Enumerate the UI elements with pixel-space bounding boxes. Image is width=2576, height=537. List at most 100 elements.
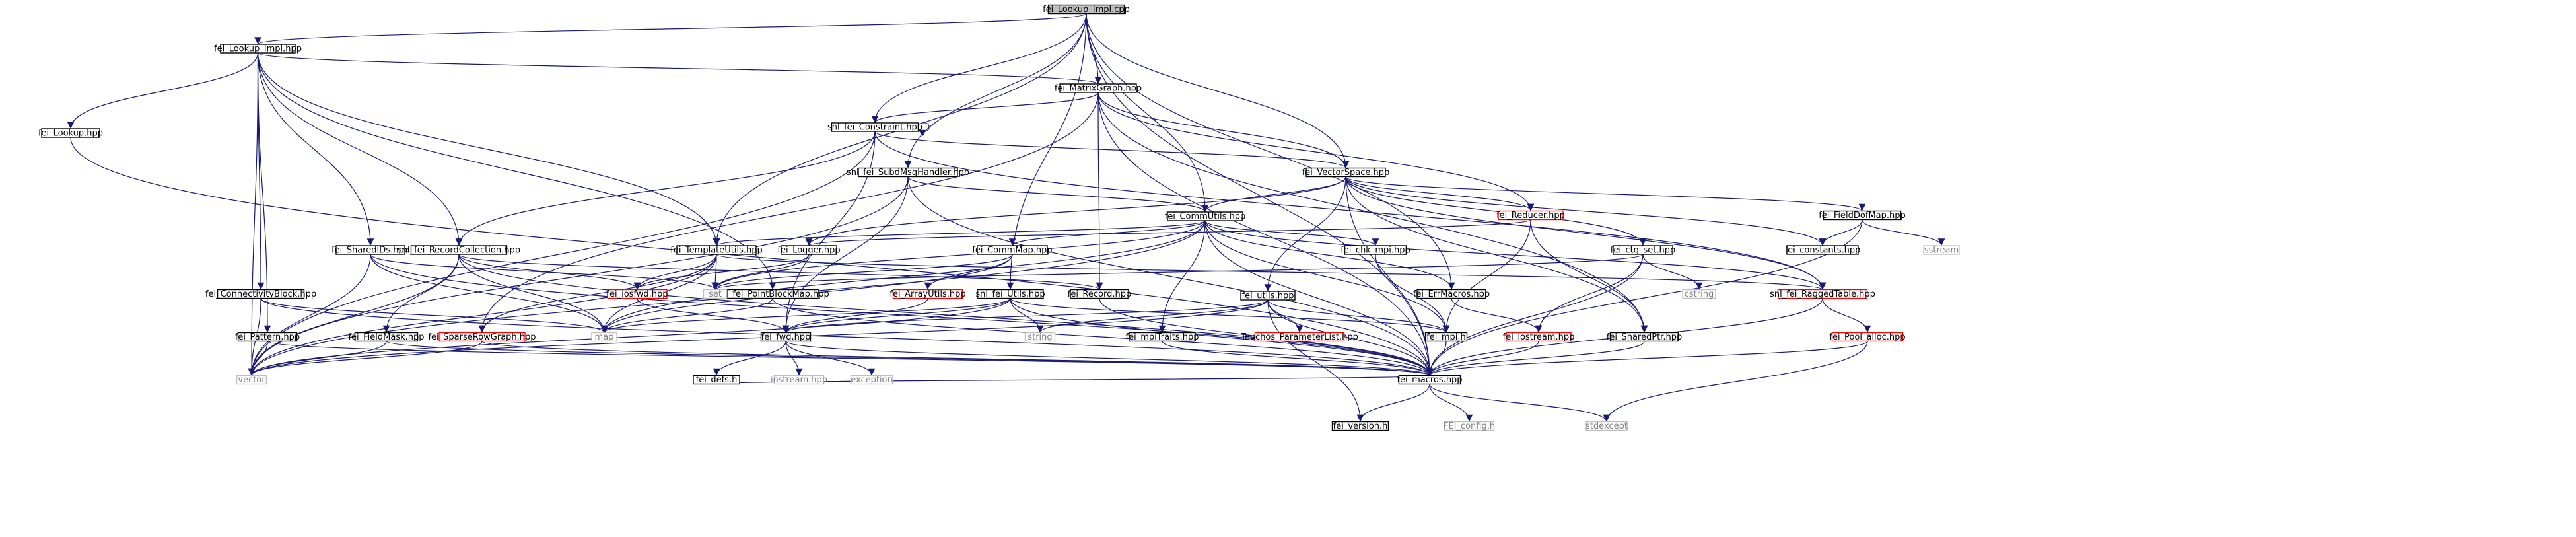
node-label: snl_fei_PointBlockMap.hpp [716, 289, 829, 299]
node-fei-lookup-impl-hpp[interactable]: fei_Lookup_Impl.hpp [214, 44, 302, 54]
node-snl-fei-pointblockmap-hpp[interactable]: snl_fei_PointBlockMap.hpp [716, 289, 829, 299]
node-fei-mpitraits-hpp[interactable]: fei_mpiTraits.hpp [1126, 332, 1199, 342]
node-fei-fwd-hpp[interactable]: fei_fwd.hpp [760, 332, 812, 342]
node-fei-mpi-h[interactable]: fei_mpi.h [1424, 332, 1468, 342]
node-fei-constants-hpp[interactable]: fei_constants.hpp [1785, 245, 1861, 256]
edge-53 [1204, 220, 1827, 290]
node-snl-fei-raggedtable-hpp[interactable]: snl_fei_RaggedTable.hpp [1770, 289, 1875, 299]
node-fei-iostream-hpp[interactable]: fei_iostream.hpp [1503, 332, 1575, 342]
node-fei-reducer-hpp[interactable]: fei_Reducer.hpp [1496, 210, 1565, 221]
node-fei-ctg-set-hpp[interactable]: fei_ctg_set.hpp [1611, 245, 1675, 256]
node-box [1398, 375, 1461, 385]
node-fei-connectivityblock-hpp[interactable]: fei_ConnectivityBlock.hpp [205, 289, 316, 299]
edge-128 [1603, 341, 1868, 422]
node-box [41, 128, 100, 138]
node-fei-pattern-hpp[interactable]: fei_Pattern.hpp [235, 332, 300, 342]
edge-107 [782, 299, 1269, 334]
node-label: sstream [1924, 246, 1959, 256]
edge-2 [871, 13, 1087, 124]
node-label: fei_FieldDofMap.hpp [1819, 211, 1906, 221]
node-label: fei_SharedIDs.hpp [331, 246, 409, 256]
edge-60 [1530, 219, 1648, 333]
edge-46 [1345, 176, 1434, 376]
edge-94 [600, 298, 773, 333]
node-box [1506, 332, 1572, 342]
node-fei-errmacros-hpp[interactable]: fei_ErrMacros.hpp [1413, 289, 1490, 299]
edge-20 [871, 92, 1099, 124]
node-box [1823, 210, 1902, 221]
edge-57 [1204, 220, 1434, 376]
edge-101 [600, 297, 1011, 334]
node-fei-chk-mpi-hpp[interactable]: fei_chk_mpi.hpp [1340, 245, 1410, 256]
edge-92 [260, 298, 1434, 376]
node-fei-commutils-hpp[interactable]: fei_CommUtils.hpp [1165, 211, 1246, 222]
node-fei-sharedids-hpp[interactable]: fei_SharedIDs.hpp [331, 245, 409, 256]
node-box [1344, 245, 1407, 255]
edge-131 [1356, 384, 1430, 422]
node-fei-sparserowgraph-hpp[interactable]: fei_SparseRowGraph.hpp [428, 332, 536, 342]
node-fei-logger-hpp[interactable]: fei_Logger.hpp [777, 245, 841, 256]
node-box [1129, 332, 1196, 342]
node-label: fei_SparseRowGraph.hpp [428, 332, 536, 342]
edge-28 [874, 131, 1350, 169]
node-fei-lookup-impl-cpp[interactable]: fei_Lookup_Impl.cpp [1043, 4, 1130, 15]
node-fei-sharedptr-hpp[interactable]: fei_SharedPtr.hpp [1607, 332, 1682, 342]
node-fei-iosfwd-hpp[interactable]: fei_iosfwd.hpp [606, 289, 668, 299]
node-fei-utils-hpp[interactable]: fei_utils.hpp [1240, 291, 1296, 301]
node-snl-fei-constraint-hpp[interactable]: snl_fei_Constraint.hpp [827, 122, 922, 133]
node-cstring: cstring [1682, 289, 1716, 299]
node-fei-lookup-hpp[interactable]: fei_Lookup.hpp [38, 128, 103, 139]
node-fei-config-h: FEI_config.h [1444, 421, 1495, 431]
edge-5 [1086, 13, 1209, 213]
node-fei-record-hpp[interactable]: fei_Record.hpp [1068, 289, 1131, 299]
edge-41 [1345, 176, 1647, 246]
edge-24 [478, 92, 1099, 333]
node-snl-fei-subdmsghandler-hpp[interactable]: snl_fei_SubdMsgHandler.hpp [847, 167, 969, 178]
edge-73 [458, 254, 1434, 376]
edge-123 [785, 340, 1433, 376]
node-label: fei_MatrixGraph.hpp [1055, 84, 1142, 94]
node-box [977, 289, 1044, 299]
node-box [237, 332, 298, 342]
node-fei-pool-alloc-hpp[interactable]: fei_Pool_alloc.hpp [1829, 332, 1906, 342]
node-box [591, 332, 617, 342]
node-fei-macros-hpp[interactable]: fei_macros.hpp [1397, 375, 1463, 385]
node-fei-fieldmask-hpp[interactable]: fei_FieldMask.hpp [348, 332, 425, 342]
edge-66 [248, 254, 371, 376]
edge-88 [1535, 254, 1644, 333]
node-stdexcept: stdexcept [1585, 421, 1628, 431]
edge-119 [481, 340, 1433, 376]
node-fei-matrixgraph-hpp[interactable]: fei_MatrixGraph.hpp [1055, 83, 1142, 94]
node-box [1613, 245, 1673, 255]
edge-35 [248, 176, 909, 376]
edge-124 [1162, 341, 1434, 376]
node-label: fei_ArrayUtils.hpp [889, 289, 965, 299]
node-label: snl_fei_Utils.hpp [975, 289, 1045, 299]
node-fei-templateutils-hpp[interactable]: fei_TemplateUtils.hpp [670, 245, 763, 256]
edge-132 [1429, 384, 1473, 422]
node-fei-defs-h[interactable]: fei_defs.h [693, 375, 740, 385]
node-fei-arrayutils-hpp[interactable]: fei_ArrayUtils.hpp [889, 289, 966, 299]
edge-42 [805, 176, 1346, 246]
edge-64 [370, 254, 719, 291]
edge-22 [1097, 92, 1535, 211]
edge-98 [1010, 297, 1450, 334]
node-snl-fei-recordcollection-hpp[interactable]: snl_fei_RecordCollection.hpp [398, 245, 520, 256]
edge-77 [248, 254, 717, 376]
edge-19 [70, 137, 1434, 376]
node-teuchos-parameterlist-hpp[interactable]: Teuchos_ParameterList.hpp [1240, 332, 1358, 342]
node-exception: exception [850, 375, 893, 385]
node-fei-vectorspace-hpp[interactable]: fei_VectorSpace.hpp [1302, 167, 1390, 178]
node-fei-version-h[interactable]: fei_version.h [1331, 421, 1389, 431]
edge-82 [924, 254, 1013, 290]
edge-116 [248, 341, 387, 376]
node-label: snl_fei_RecordCollection.hpp [398, 246, 520, 256]
edge-108 [1267, 299, 1304, 333]
node-snl-fei-utils-hpp[interactable]: snl_fei_Utils.hpp [975, 289, 1045, 299]
edge-95 [772, 298, 1434, 376]
node-label: fei_mpiTraits.hpp [1126, 332, 1199, 342]
edge-113 [1267, 299, 1434, 376]
node-fei-fielddofmap-hpp[interactable]: fei_FieldDofMap.hpp [1819, 210, 1906, 221]
node-fei-commmap-hpp[interactable]: fei_CommMap.hpp [972, 245, 1053, 256]
node-iostream-hpp: iostream.hpp [771, 375, 827, 385]
